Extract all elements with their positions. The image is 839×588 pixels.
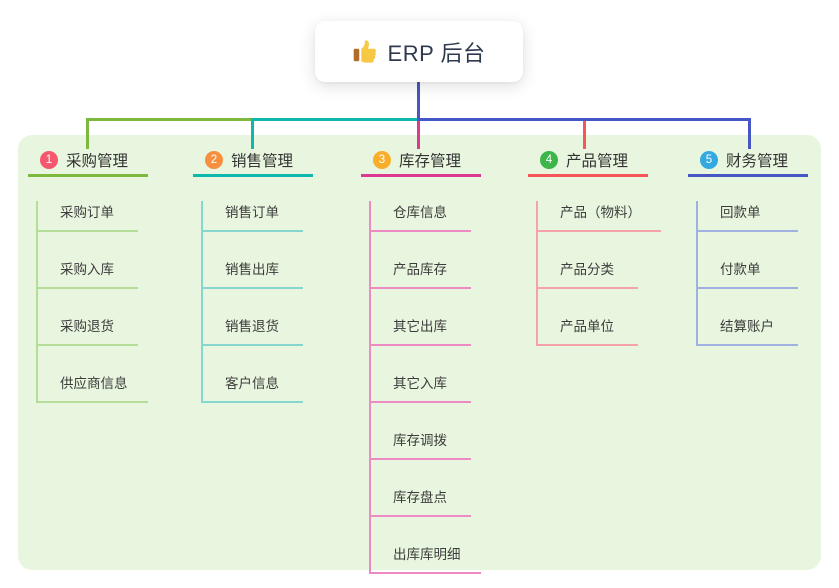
connector-branch-drop <box>86 118 89 149</box>
child-node[interactable]: 产品分类 <box>538 258 638 289</box>
branch-label[interactable]: 1 采购管理 <box>28 146 148 177</box>
branch-number-badge: 5 <box>700 151 718 169</box>
branch-number-badge: 3 <box>373 151 391 169</box>
child-node[interactable]: 销售订单 <box>203 201 303 232</box>
branch-title: 财务管理 <box>726 153 789 170</box>
child-node[interactable]: 客户信息 <box>203 372 303 403</box>
child-node[interactable]: 采购入库 <box>38 258 138 289</box>
root-title: ERP 后台 <box>387 40 486 66</box>
child-node[interactable]: 仓库信息 <box>371 201 471 232</box>
branch-children: 产品（物料） 产品分类 产品单位 <box>536 201 661 346</box>
connector-branch-drop <box>748 118 751 149</box>
connector-branch-drop <box>583 121 586 149</box>
branch-title: 库存管理 <box>399 153 462 170</box>
connector-branch-drop <box>417 121 420 149</box>
child-node[interactable]: 销售退货 <box>203 315 303 346</box>
child-node[interactable]: 库存调拨 <box>371 429 471 460</box>
branch-title: 产品管理 <box>566 153 629 170</box>
child-node[interactable]: 供应商信息 <box>38 372 148 403</box>
branch-node-4: 4 产品管理 产品（物料） 产品分类 产品单位 <box>528 121 661 346</box>
child-node[interactable]: 其它出库 <box>371 315 471 346</box>
branch-children: 回款单 付款单 结算账户 <box>696 201 808 346</box>
branch-node-5: 5 财务管理 回款单 付款单 结算账户 <box>688 118 808 346</box>
child-node[interactable]: 产品（物料） <box>538 201 661 232</box>
child-node[interactable]: 结算账户 <box>698 315 798 346</box>
child-node[interactable]: 采购订单 <box>38 201 138 232</box>
connector-bus-green <box>86 118 253 121</box>
branch-title: 采购管理 <box>66 153 129 170</box>
child-node[interactable]: 回款单 <box>698 201 798 232</box>
child-node[interactable]: 出库库明细 <box>371 543 481 574</box>
branches-panel: 1 采购管理 采购订单 采购入库 采购退货 供应商信息 2 销售管理 销售订单 … <box>18 118 821 574</box>
connector-branch-drop <box>251 118 254 149</box>
branch-label[interactable]: 4 产品管理 <box>528 146 648 177</box>
branch-number-badge: 1 <box>40 151 58 169</box>
child-node[interactable]: 其它入库 <box>371 372 471 403</box>
branch-label[interactable]: 3 库存管理 <box>361 146 481 177</box>
root-node[interactable]: ERP 后台 <box>315 21 523 82</box>
connector-root-vertical <box>417 82 420 121</box>
branch-label[interactable]: 5 财务管理 <box>688 146 808 177</box>
child-node[interactable]: 产品单位 <box>538 315 638 346</box>
connector-bus-blue <box>417 118 751 121</box>
child-node[interactable]: 销售出库 <box>203 258 303 289</box>
branch-children: 销售订单 销售出库 销售退货 客户信息 <box>201 201 313 403</box>
branch-children: 采购订单 采购入库 采购退货 供应商信息 <box>36 201 148 403</box>
branch-node-1: 1 采购管理 采购订单 采购入库 采购退货 供应商信息 <box>28 118 148 403</box>
branch-title: 销售管理 <box>231 153 294 170</box>
branch-node-2: 2 销售管理 销售订单 销售出库 销售退货 客户信息 <box>193 118 313 403</box>
branch-label[interactable]: 2 销售管理 <box>193 146 313 177</box>
child-node[interactable]: 产品库存 <box>371 258 471 289</box>
child-node[interactable]: 付款单 <box>698 258 798 289</box>
branch-number-badge: 2 <box>205 151 223 169</box>
child-node[interactable]: 采购退货 <box>38 315 138 346</box>
thumbs-up-icon <box>353 40 376 63</box>
branch-node-3: 3 库存管理 仓库信息 产品库存 其它出库 其它入库 库存调拨 库存盘点 出库库… <box>361 121 481 574</box>
child-node[interactable]: 库存盘点 <box>371 486 471 517</box>
connector-bus-teal <box>251 118 418 121</box>
branch-children: 仓库信息 产品库存 其它出库 其它入库 库存调拨 库存盘点 出库库明细 <box>369 201 481 574</box>
branch-number-badge: 4 <box>540 151 558 169</box>
